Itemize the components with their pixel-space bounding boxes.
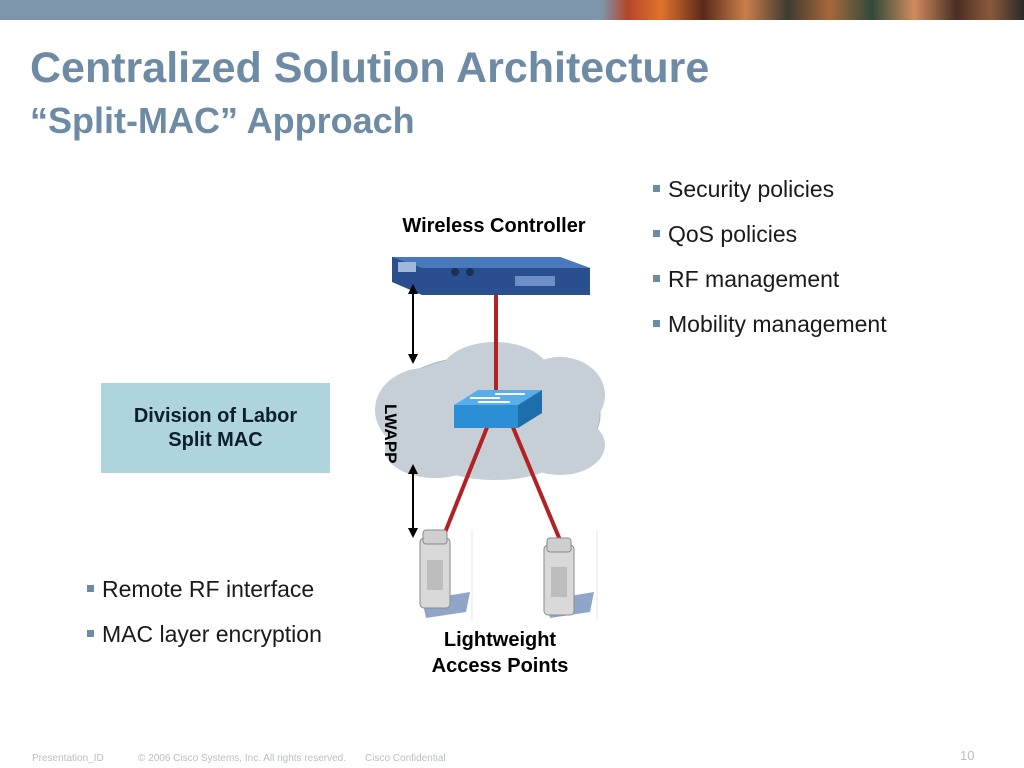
access-point-icon-1: [419, 529, 473, 620]
bullet-square-icon: [653, 320, 660, 327]
access-point-icon-2: [543, 530, 598, 620]
wireless-controller-icon: [392, 257, 590, 295]
bullet-square-icon: [653, 230, 660, 237]
arrow-upper-icon: [408, 284, 418, 364]
bullet-square-icon: [87, 585, 94, 592]
division-box-line1: Division of Labor: [133, 405, 298, 427]
bullet-item: Remote RF interface: [85, 575, 322, 620]
footer-presentation-id: Presentation_ID: [32, 753, 104, 764]
footer-confidential: Cisco Confidential: [365, 753, 446, 764]
arrow-lower-icon: [408, 464, 418, 538]
access-points-label-line1: Lightweight: [443, 629, 557, 651]
bullet-item: RF management: [651, 265, 887, 310]
bullet-square-icon: [87, 630, 94, 637]
slide-subtitle: “Split-MAC” Approach: [30, 100, 415, 141]
division-box-line2: Split MAC: [168, 429, 263, 451]
footer-copyright: © 2006 Cisco Systems, Inc. All rights re…: [138, 753, 347, 764]
bullet-square-icon: [653, 275, 660, 282]
ap-bullet-list: Remote RF interface MAC layer encryption: [85, 575, 322, 665]
bullet-square-icon: [653, 185, 660, 192]
controller-label: Wireless Controller: [402, 215, 586, 237]
bullet-item: Security policies: [651, 175, 887, 220]
access-points-label-line2: Access Points: [431, 655, 569, 677]
slide-title: Centralized Solution Architecture: [30, 44, 710, 92]
bullet-item: Mobility management: [651, 310, 887, 355]
network-cloud-icon: [375, 342, 605, 480]
link-switch-ap1: [440, 424, 490, 541]
protocol-label: LWAPP: [381, 404, 400, 464]
switch-icon: [454, 390, 542, 428]
controller-bullet-list: Security policies QoS policies RF manage…: [651, 175, 887, 355]
division-of-labor-box: Division of Labor Split MAC: [101, 383, 330, 473]
access-points-label: Lightweight Access Points: [405, 627, 595, 679]
page-number: 10: [960, 748, 975, 763]
link-switch-ap2: [510, 424, 562, 541]
bullet-item: MAC layer encryption: [85, 620, 322, 665]
banner-photo-strip: [602, 0, 1024, 20]
bullet-item: QoS policies: [651, 220, 887, 265]
